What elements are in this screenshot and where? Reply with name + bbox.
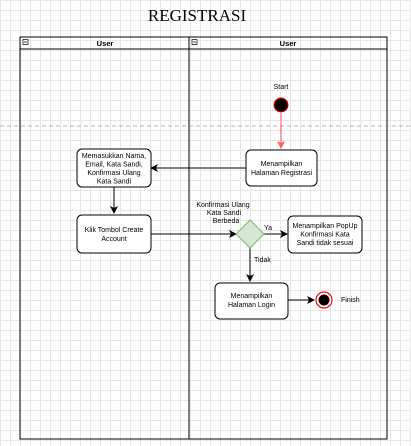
activity-text: Memasukkan Nama, xyxy=(82,153,146,160)
decision-node[interactable] xyxy=(235,219,265,249)
activity-text: Klik Tombol Create xyxy=(85,227,144,234)
lane-right[interactable]: User xyxy=(191,39,297,48)
edge-label-yes: Ya xyxy=(264,225,272,232)
decision-label-line: Kata Sandi xyxy=(207,210,242,217)
activity-text: Konfirmasi Kata xyxy=(300,232,350,239)
activity-text: Kata Sandi xyxy=(97,179,132,186)
lane-label-right: User xyxy=(280,39,297,48)
activity-text: Menampilkan PopUp xyxy=(293,223,358,230)
start-node[interactable] xyxy=(273,97,289,113)
start-label: Start xyxy=(274,84,289,91)
lane-collapse-icon[interactable] xyxy=(22,39,29,45)
swimlane-pool xyxy=(19,36,388,440)
diagram-title: REGISTRASI xyxy=(148,6,247,25)
activity-text: Email, Kata Sandi, xyxy=(85,162,143,169)
decision-label-line: Konfirmasi Ulang xyxy=(196,202,249,209)
pool-border xyxy=(19,36,388,440)
activity-click-create[interactable]: Klik Tombol Create Account xyxy=(76,214,152,254)
lane-left[interactable]: User xyxy=(22,39,114,48)
activity-input-form[interactable]: Memasukkan Nama, Email, Kata Sandi, Konf… xyxy=(76,148,152,188)
activity-text: Account xyxy=(101,236,126,243)
activity-show-popup[interactable]: Menampilkan PopUp Konfirmasi Kata Sandi … xyxy=(287,215,363,254)
activity-text: Konfirmasi Ulang xyxy=(87,170,140,177)
edge-label-no: Tidak xyxy=(254,257,271,264)
lane-collapse-icon[interactable] xyxy=(191,39,198,45)
activity-text: Halaman Login xyxy=(228,302,275,309)
finish-label: Finish xyxy=(341,297,360,304)
finish-node[interactable] xyxy=(315,291,333,309)
activity-text: Sandi tidak sesuai xyxy=(297,240,354,247)
decision-label-line: Berbeda xyxy=(213,218,240,225)
activity-show-registration[interactable]: Menampilkan Halaman Registrasi xyxy=(245,149,318,187)
activity-show-login[interactable]: Menampilkan Halaman Login xyxy=(214,282,289,320)
activity-text: Menampilkan xyxy=(261,161,303,168)
lane-label-left: User xyxy=(97,39,114,48)
activity-text: Menampilkan xyxy=(231,293,273,300)
activity-text: Halaman Registrasi xyxy=(251,170,313,177)
